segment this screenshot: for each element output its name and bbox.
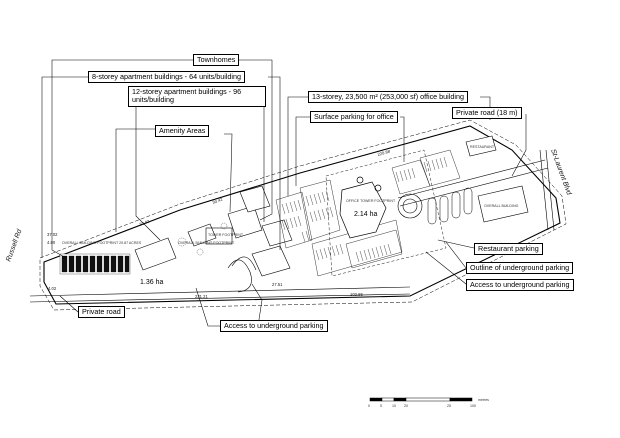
townhome-block: [59, 253, 131, 275]
site-boundary: [43, 125, 561, 305]
note-office-tower: OFFICE TOWER FOOTPRINT: [346, 199, 396, 203]
note-overall-right: OVERALL BUILDING: [484, 204, 519, 208]
office-tower: [339, 176, 387, 239]
note-restaurant: RESTAURANT: [470, 145, 495, 149]
callout-8-storey: 8-storey apartment buildings - 64 units/…: [88, 71, 246, 84]
parking-stalls: [281, 156, 448, 263]
callout-underground-outline: Outline of underground parking: [466, 262, 574, 275]
callout-12-storey: 12-storey apartment buildings - 96 units…: [128, 86, 266, 107]
callout-access-right: Access to underground parking: [466, 279, 574, 292]
dim-left-b: 4.80: [47, 240, 56, 245]
callout-restaurant-parking: Restaurant parking: [474, 243, 543, 256]
callout-access-bottom: Access to underground parking: [220, 320, 328, 333]
dim-bottom-left: 231.21: [195, 294, 208, 299]
apartment-buildings: [134, 185, 293, 277]
dim-side-a: 32.02: [139, 218, 151, 227]
scale-bar: [369, 397, 473, 402]
east-area-label: 2.14 ha: [354, 211, 377, 218]
dim-bottom-right: 102.86: [350, 292, 363, 297]
callout-surface-parking: Surface parking for office: [310, 111, 398, 124]
callout-private-road-18: Private road (18 m): [452, 107, 522, 120]
dim-side-d: 4.02: [48, 286, 57, 291]
scale-tick-1: 5: [380, 404, 382, 408]
st-laurent-label: St-Laurent Blvd: [549, 148, 572, 197]
scale-tick-5: 100: [470, 404, 476, 408]
scale-unit: metres: [478, 398, 489, 402]
dim-side-b: 30.42: [212, 196, 224, 205]
west-area-label: 1.36 ha: [140, 279, 163, 286]
amenity-markers: [177, 222, 228, 256]
callout-townhomes: Townhomes: [193, 54, 240, 67]
parking-ramp: [227, 256, 257, 293]
east-private-road: [397, 149, 555, 231]
bottom-private-road: [29, 286, 411, 303]
underground-parking-outline: [325, 149, 447, 277]
callout-private-road: Private road: [78, 306, 125, 319]
callout-amenity: Amenity Areas: [155, 125, 210, 138]
scale-tick-3: 20: [404, 404, 408, 408]
restaurant-building: [465, 135, 529, 223]
restaurant-parking-stalls: [427, 187, 473, 225]
dim-top: 229.88: [377, 148, 391, 157]
note-overall-mid: OVERALL BUILDING FOOTPRINT: [178, 241, 235, 245]
scale-tick-0: 0: [368, 404, 370, 408]
dim-left-a: 37.02: [47, 232, 58, 237]
note-overall-left: OVERALL BUILDING FOOTPRINT 20.87 ACRES: [62, 241, 142, 245]
dim-side-c: 27.51: [272, 282, 283, 287]
scale-tick-4: 25: [447, 404, 451, 408]
note-tower: TOWER FOOTPRINT: [208, 233, 244, 237]
russell-rd-label: Russell Rd: [5, 227, 24, 262]
callout-office: 13-storey, 23,500 m² (253,000 sf) office…: [308, 91, 468, 104]
property-line: [39, 119, 567, 311]
leader-lines: [41, 59, 527, 327]
scale-tick-2: 10: [392, 404, 396, 408]
roundabout: [397, 193, 423, 219]
